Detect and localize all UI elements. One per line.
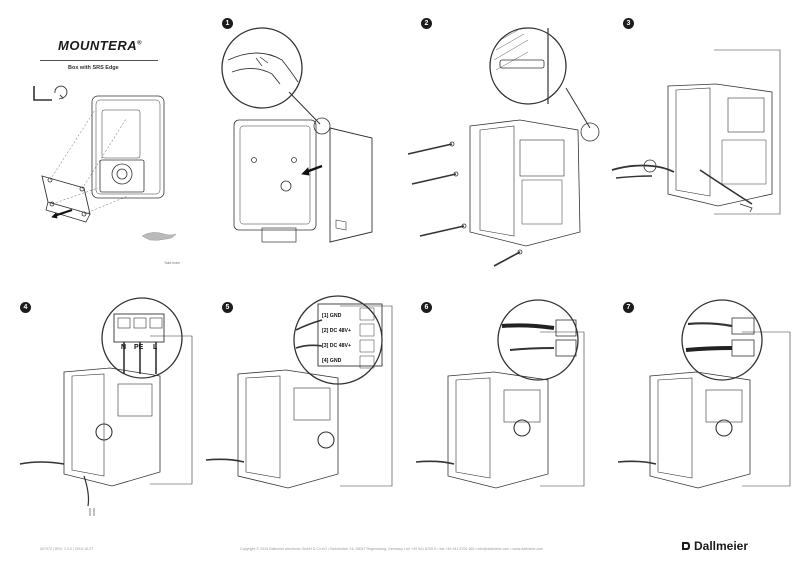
brand-name: MOUNTERA [58,38,138,53]
step-badge-4: 4 [20,302,31,313]
step5-illustration [205,295,393,489]
step-badge-3: 3 [623,18,634,29]
copyright-notice: Copyright © 2019 Dallmeier electronic Gm… [240,547,544,551]
step-badge-1: 1 [222,18,233,29]
step-badge-2: 2 [421,18,432,29]
terminal-label-1: [1] GND [322,313,342,319]
step6-illustration [415,299,585,489]
step1-illustration [221,27,373,243]
terminal-label-pe: PE [134,344,144,351]
rotate-arrow-icon [54,85,68,99]
terminal-label-n: N [121,344,126,351]
step4-illustration [19,297,193,516]
intro-illustration [33,85,177,241]
direction-arrow-icon [53,208,73,218]
step-badge-7: 7 [623,302,634,313]
brand-title: MOUNTERA® [58,38,142,53]
page-subtitle: Box with SRS Edge [68,65,119,71]
dallmeier-logo-icon [682,542,690,550]
brand-mark: ® [137,40,143,47]
footer-logo: Dallmeier [694,539,749,553]
step-badge-5: 5 [222,302,233,313]
terminal-label-2: [2] DC 48V+ [322,328,351,334]
terminal-label-4: [4] GND [322,358,342,364]
logo-cat-icon [141,232,177,241]
step7-illustration [617,299,791,489]
step2-illustration [407,27,600,267]
cable-icon [611,164,675,173]
document-revision: 007972 | REV. 1.0.0 | 2019-10-07 [40,547,94,551]
hex-key-icon [33,86,52,101]
terminal-label-3: [3] DC 48V+ [322,343,351,349]
terminal-label-l: L [153,344,158,351]
logo-caption: Take learn [164,261,181,265]
step-badge-6: 6 [421,302,432,313]
title-divider [40,60,158,61]
step3-illustration [611,49,781,215]
